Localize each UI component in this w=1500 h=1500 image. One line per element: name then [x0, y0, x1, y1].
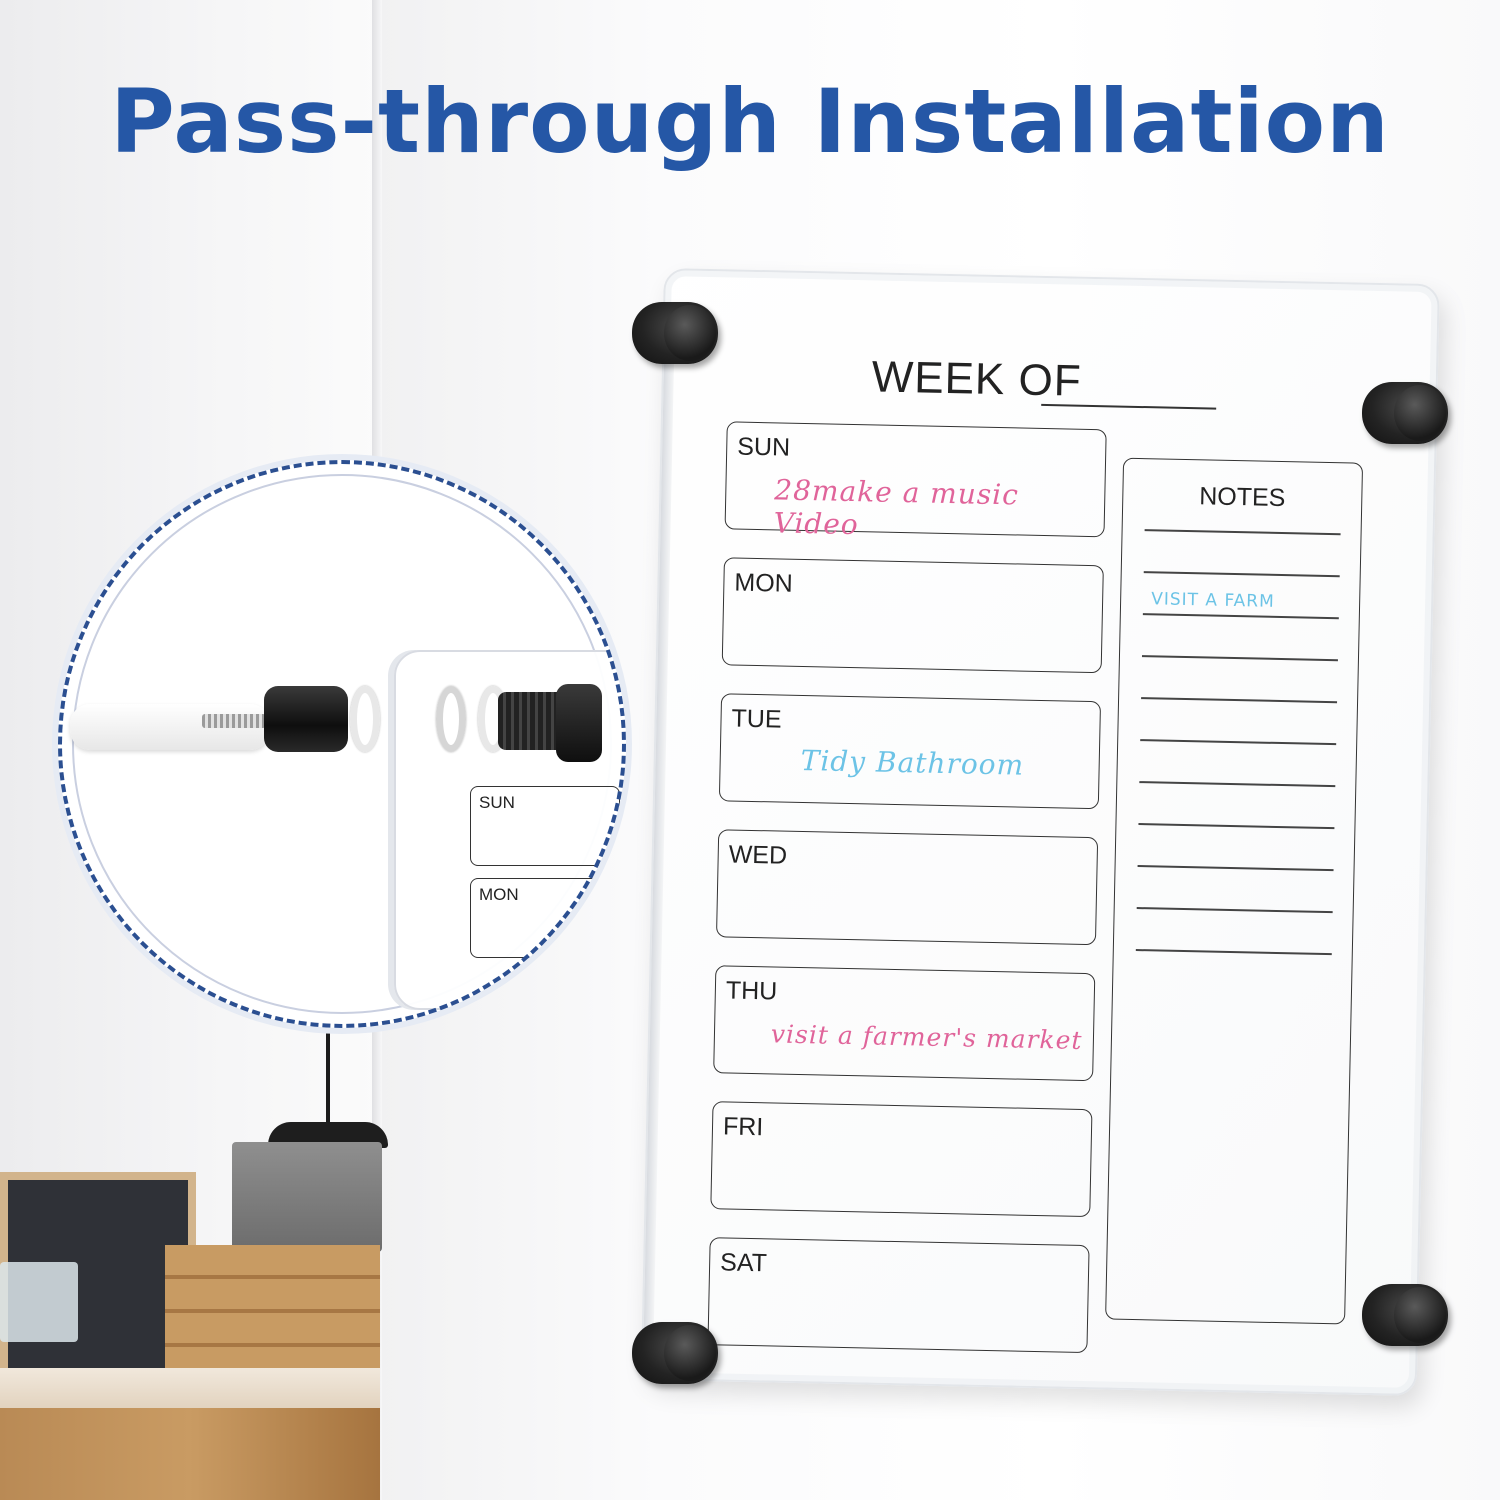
notes-line [1141, 655, 1338, 661]
notes-line [1135, 949, 1332, 955]
day-label: WED [728, 840, 788, 870]
week-of-label: WEEK OF [871, 352, 1083, 406]
acrylic-hole [436, 686, 466, 752]
notes-box: NOTES VISIT A FARM [1105, 457, 1364, 1325]
notes-line [1143, 571, 1340, 577]
notes-line [1140, 739, 1337, 745]
day-box-fri: FRI [710, 1101, 1093, 1218]
screw [202, 714, 266, 728]
day-box-sat: SAT [707, 1237, 1090, 1354]
handwritten-note: Tidy Bathroom [800, 743, 1025, 782]
storage-box [232, 1142, 382, 1252]
day-box-mon: MON [721, 557, 1104, 674]
mini-day-label: MON [479, 885, 519, 904]
day-label: MON [734, 568, 794, 598]
zoom-detail: SUN MON [58, 460, 626, 1028]
standoff-cap [664, 305, 716, 361]
notes-label: NOTES [1198, 482, 1286, 513]
table-drawer [0, 1408, 380, 1500]
standoff-cap [1394, 1287, 1446, 1343]
acrylic-planner-board: WEEK OF SUN 28make a music Video MON TUE… [640, 268, 1440, 1397]
notes-line [1144, 529, 1341, 535]
week-of-line [1041, 403, 1217, 410]
table-top [0, 1368, 380, 1408]
headline: Pass-through Installation [110, 70, 1390, 173]
day-box-wed: WED [715, 829, 1099, 946]
handwritten-note: 28make a music Video [773, 473, 1020, 542]
standoff-top-right [1362, 382, 1448, 444]
mini-day-box-sun: SUN [470, 786, 620, 866]
day-label: THU [725, 976, 778, 1006]
standoff-top-left [632, 302, 718, 364]
standoff-bottom-right [1362, 1284, 1448, 1346]
standoff-cap [1394, 385, 1446, 441]
mini-day-box-mon: MON [470, 878, 620, 958]
standoff-cap [664, 1325, 716, 1381]
notes-line [1142, 613, 1339, 619]
notes-line [1137, 865, 1334, 871]
day-label: SAT [719, 1248, 768, 1278]
notes-line [1136, 907, 1333, 913]
mini-day-label: SUN [479, 793, 515, 812]
handwritten-note: visit a farmer's market [770, 1019, 1083, 1055]
day-box-thu: THU visit a farmer's market [713, 965, 1096, 1082]
washer [350, 686, 380, 752]
notes-line [1138, 823, 1335, 829]
day-label: SUN [736, 432, 791, 462]
notes-line [1139, 781, 1336, 787]
lamp-stand [326, 1010, 330, 1130]
day-label: FRI [722, 1112, 764, 1142]
glass-jar [0, 1262, 78, 1342]
notes-line [1141, 697, 1338, 703]
day-box-sun: SUN 28make a music Video [724, 421, 1107, 541]
standoff-barrel [264, 686, 348, 752]
standoff-bottom-left [632, 1322, 718, 1384]
day-box-tue: TUE Tidy Bathroom [718, 693, 1102, 810]
notes-entry: VISIT A FARM [1150, 589, 1275, 612]
bolt-cap [556, 684, 602, 762]
day-label: TUE [731, 704, 782, 734]
